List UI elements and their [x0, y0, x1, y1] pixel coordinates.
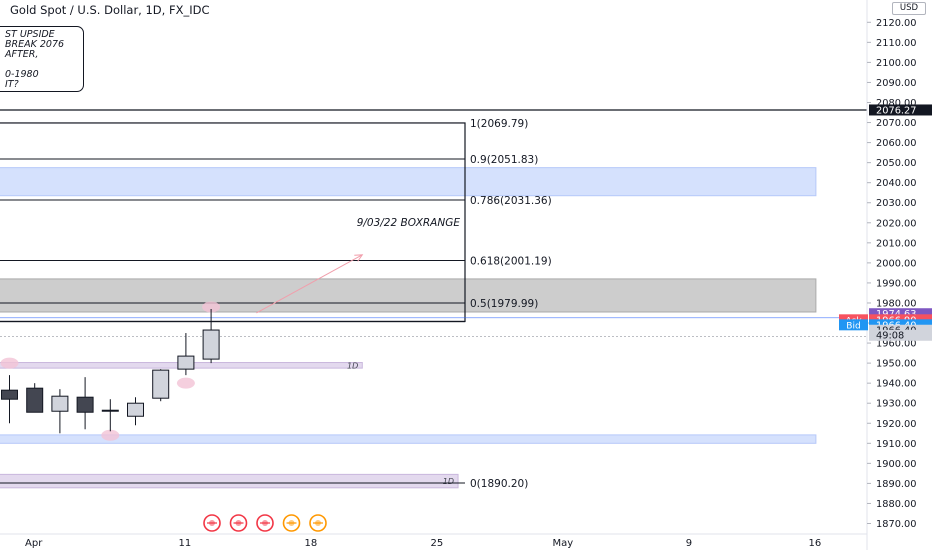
y-tick-label: 2020.00: [876, 218, 917, 229]
y-tick-label: 2080.00: [876, 98, 917, 109]
note-line: IT?: [5, 79, 19, 90]
y-axis-background: [867, 0, 932, 550]
y-tick-label: 2000.00: [876, 258, 917, 269]
price-marker: [0, 357, 19, 369]
y-tick-label: 2050.00: [876, 158, 917, 169]
trend-arrow: [256, 254, 363, 314]
y-tick-label: 1880.00: [876, 499, 917, 510]
price-tag-value: 49:08: [876, 331, 904, 342]
chart-title: Gold Spot / U.S. Dollar, 1D, FX_IDC: [10, 3, 210, 17]
candle-body: [101, 409, 119, 412]
note-line: AFTER,: [5, 49, 39, 60]
candle-body: [202, 329, 220, 360]
purple-zone-lower-1d: [0, 473, 459, 489]
fib-level-label: 0(1890.20): [470, 478, 528, 490]
candle-body: [177, 355, 195, 370]
y-tick-label: 1980.00: [876, 298, 917, 309]
candle: [101, 399, 119, 432]
candle-body: [76, 396, 94, 413]
candle: [1, 375, 18, 424]
y-tick-label: 1870.00: [876, 519, 917, 530]
candle-body: [51, 395, 69, 412]
y-tick-label: 1940.00: [876, 379, 917, 390]
fib-level-label: 0.9(2051.83): [470, 154, 538, 166]
event-icon: [203, 514, 221, 532]
candle-body: [26, 387, 44, 413]
event-icon-dot: [235, 520, 242, 526]
event-icon: [256, 514, 274, 532]
blue-zone-upper: [0, 167, 817, 197]
event-icon: [309, 514, 327, 532]
event-icon-dot: [315, 520, 321, 526]
candle: [177, 333, 195, 376]
fib-level-label: 0.618(2001.19): [470, 255, 552, 267]
y-tick-label: 2010.00: [876, 238, 917, 249]
fib-level-label: 1(2069.79): [470, 118, 528, 130]
fib-level-label: 0.786(2031.36): [470, 195, 552, 207]
y-tick-label: 1890.00: [876, 479, 917, 490]
price-marker: [101, 429, 120, 441]
price-marker: [202, 301, 221, 313]
plot-background: [0, 0, 867, 550]
note-line: BREAK 2076: [5, 39, 65, 50]
zone-label: 1D: [443, 477, 454, 486]
y-tick-label: 1900.00: [876, 459, 917, 470]
box-range-label: 9/03/22 BOXRANGE: [357, 217, 461, 229]
x-tick-label: 16: [809, 538, 822, 549]
price-tag: [869, 104, 932, 116]
y-tick-label: 2030.00: [876, 198, 917, 209]
y-tick-label: 1950.00: [876, 359, 917, 370]
price-marker: [176, 377, 195, 389]
y-tick-label: 1960.00: [876, 339, 917, 350]
x-tick-label: 11: [179, 538, 192, 549]
note-line: 0-1980: [5, 69, 39, 80]
candle: [26, 383, 44, 413]
event-icon-dot: [288, 520, 295, 526]
grey-zone: [0, 278, 817, 313]
note-line: ST UPSIDE: [5, 29, 55, 40]
y-tick-label: 2040.00: [876, 178, 917, 189]
candle-body: [127, 402, 144, 417]
price-tag-label: Bid: [846, 321, 860, 331]
price-tag: [869, 308, 932, 320]
y-tick-label: 2060.00: [876, 138, 917, 149]
blue-zone-lower: [0, 434, 817, 444]
candle: [76, 377, 94, 430]
y-tick-label: 2070.00: [876, 118, 917, 129]
trend-arrow-head: [354, 254, 364, 262]
y-tick-label: 1990.00: [876, 278, 917, 289]
y-tick-label: 2110.00: [876, 38, 917, 49]
candle: [152, 369, 170, 402]
y-tick-label: 1930.00: [876, 399, 917, 410]
currency-button[interactable]: USD: [892, 2, 926, 15]
event-icon: [282, 514, 301, 532]
candle: [202, 308, 220, 364]
event-icon-dot: [262, 520, 268, 526]
price-tag-value: 2076.27: [876, 105, 917, 116]
note-box[interactable]: ST UPSIDE BREAK 2076 AFTER, 0-1980 IT?: [0, 26, 84, 92]
x-tick-label: 25: [431, 538, 444, 549]
y-tick-label: 1910.00: [876, 439, 917, 450]
x-tick-label: May: [553, 538, 574, 549]
price-tag: [869, 329, 932, 341]
fib-level-label: 0.5(1979.99): [470, 298, 538, 310]
y-tick-label: 2100.00: [876, 58, 917, 69]
event-icon-dot: [209, 520, 215, 526]
x-tick-label: 9: [686, 538, 692, 549]
y-tick-label: 2090.00: [876, 78, 917, 89]
candle: [127, 397, 144, 426]
y-tick-label: 2120.00: [876, 18, 917, 29]
y-tick-label: 1920.00: [876, 419, 917, 430]
candle: [51, 389, 69, 434]
event-icon: [229, 514, 248, 532]
zone-label: 1D: [347, 361, 358, 370]
candle-body: [1, 389, 18, 400]
x-tick-label: 18: [305, 538, 318, 549]
price-tag-label-box: [839, 319, 868, 331]
x-tick-label: Apr: [25, 538, 43, 549]
candle-body: [152, 369, 170, 399]
